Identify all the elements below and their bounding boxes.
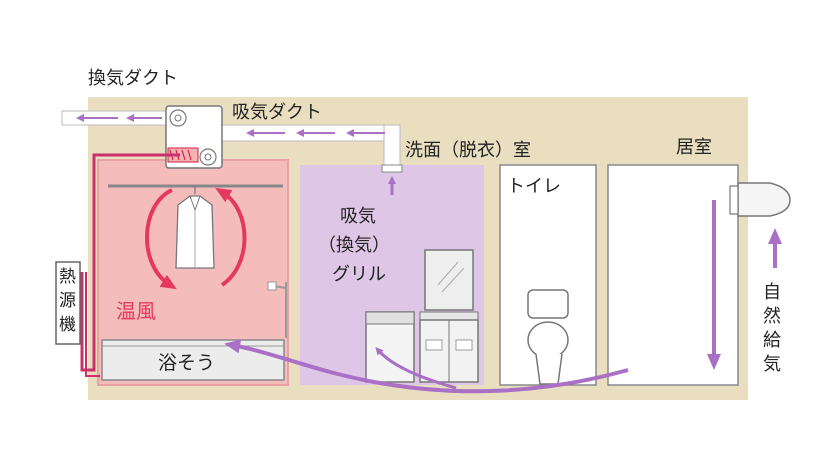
intake-grille-label-2: （換気）	[318, 235, 390, 256]
living-room	[607, 164, 739, 386]
living-room-label: 居室	[676, 137, 712, 158]
natural-intake-vent	[729, 182, 791, 217]
heat-source-label-1: 熱	[59, 267, 76, 287]
intake-grille-label-3: グリル	[332, 264, 386, 285]
warm-air-label: 温風	[116, 299, 156, 323]
heat-source-unit	[55, 261, 81, 345]
warm-air-arrow-right	[215, 187, 247, 287]
exhaust-duct-label: 換気ダクト	[88, 68, 178, 89]
washing-machine-icon	[365, 311, 415, 383]
ventilation-unit	[165, 105, 223, 169]
natural-supply-label-4: 気	[763, 354, 781, 375]
heat-source-label-2: 源	[59, 291, 76, 311]
intake-duct-drop	[383, 124, 401, 171]
grille-vent	[381, 164, 403, 173]
shirt-icon	[175, 186, 215, 269]
toilet-icon	[527, 289, 569, 385]
toilet-label: トイレ	[507, 176, 561, 197]
bathtub-label: 浴そう	[158, 352, 215, 374]
warm-air-arrow-left	[145, 188, 177, 290]
main-airflow-arrow	[224, 339, 629, 394]
heat-pipe-return	[85, 272, 100, 377]
heat-source-label-3: 機	[59, 315, 76, 335]
washroom-airflow-arrow	[375, 346, 457, 390]
heat-pipe	[80, 153, 180, 372]
natural-supply-label-2: 然	[763, 306, 781, 327]
shower-icon	[267, 281, 287, 338]
intake-duct-label: 吸気ダクト	[232, 102, 322, 123]
intake-grille-label-1: 吸気	[340, 206, 376, 227]
natural-supply-label-3: 給	[763, 330, 781, 351]
vanity-unit-icon	[419, 249, 479, 383]
natural-supply-label-1: 自	[763, 282, 781, 303]
washroom-label: 洗面（脱衣）室	[405, 140, 531, 161]
